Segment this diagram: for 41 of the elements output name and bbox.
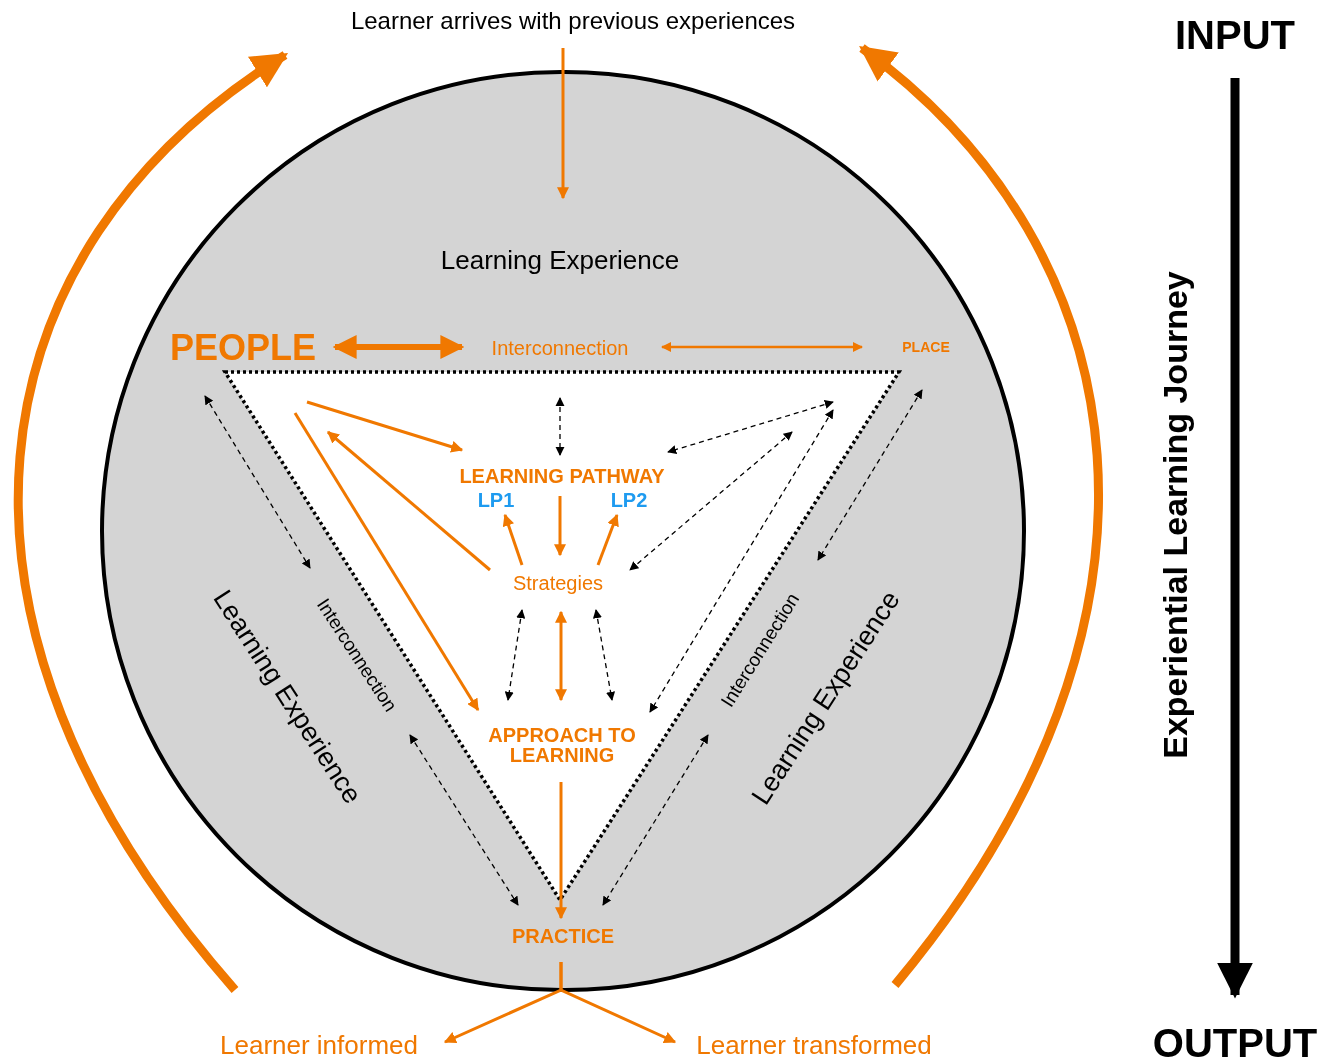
dashed-arrow xyxy=(555,397,565,456)
arrow xyxy=(559,962,677,1044)
node-label: Strategies xyxy=(512,573,604,593)
dashed-arrow xyxy=(649,409,834,713)
node-label: APPROACH TO LEARNING xyxy=(467,725,657,765)
node-label: PEOPLE xyxy=(170,330,316,366)
node-label: PLACE xyxy=(902,340,950,354)
caption-text: Learner informed xyxy=(220,1032,418,1058)
arrow xyxy=(596,513,619,566)
dashed-arrow xyxy=(667,400,834,454)
rotated-label: Experiential Learning Journey xyxy=(1158,271,1192,759)
arrow xyxy=(293,412,480,711)
arrow xyxy=(1217,78,1253,999)
node-label: LP1 xyxy=(477,490,515,510)
arrow xyxy=(502,513,524,566)
arrow xyxy=(859,44,1102,988)
dashed-arrow xyxy=(592,609,616,701)
arrow xyxy=(555,610,567,702)
dashed-arrow xyxy=(504,609,526,701)
node-label: Interconnection xyxy=(491,338,629,358)
dashed-arrow xyxy=(629,431,793,571)
circle-title: Learning Experience xyxy=(440,247,680,273)
arrow xyxy=(332,335,465,359)
arrow xyxy=(15,51,288,993)
arrow xyxy=(555,782,567,920)
node-label: LP2 xyxy=(610,490,648,510)
caption-text: Learner transformed xyxy=(696,1032,932,1058)
dashed-arrow xyxy=(409,734,519,906)
dashed-arrow xyxy=(204,395,311,569)
arrow xyxy=(661,342,863,352)
dashed-arrow xyxy=(602,734,709,906)
node-label: PRACTICE xyxy=(511,926,615,946)
arrow xyxy=(306,400,464,453)
dashed-arrow xyxy=(817,389,923,561)
arrow xyxy=(554,496,566,557)
arrow xyxy=(557,48,569,200)
node-label: LEARNING PATHWAY xyxy=(459,466,665,486)
caption-text: Learner arrives with previous experiences xyxy=(350,9,796,33)
axis-label: OUTPUT xyxy=(1152,1023,1318,1062)
axis-label: INPUT xyxy=(1175,15,1295,55)
arrow xyxy=(327,430,491,572)
